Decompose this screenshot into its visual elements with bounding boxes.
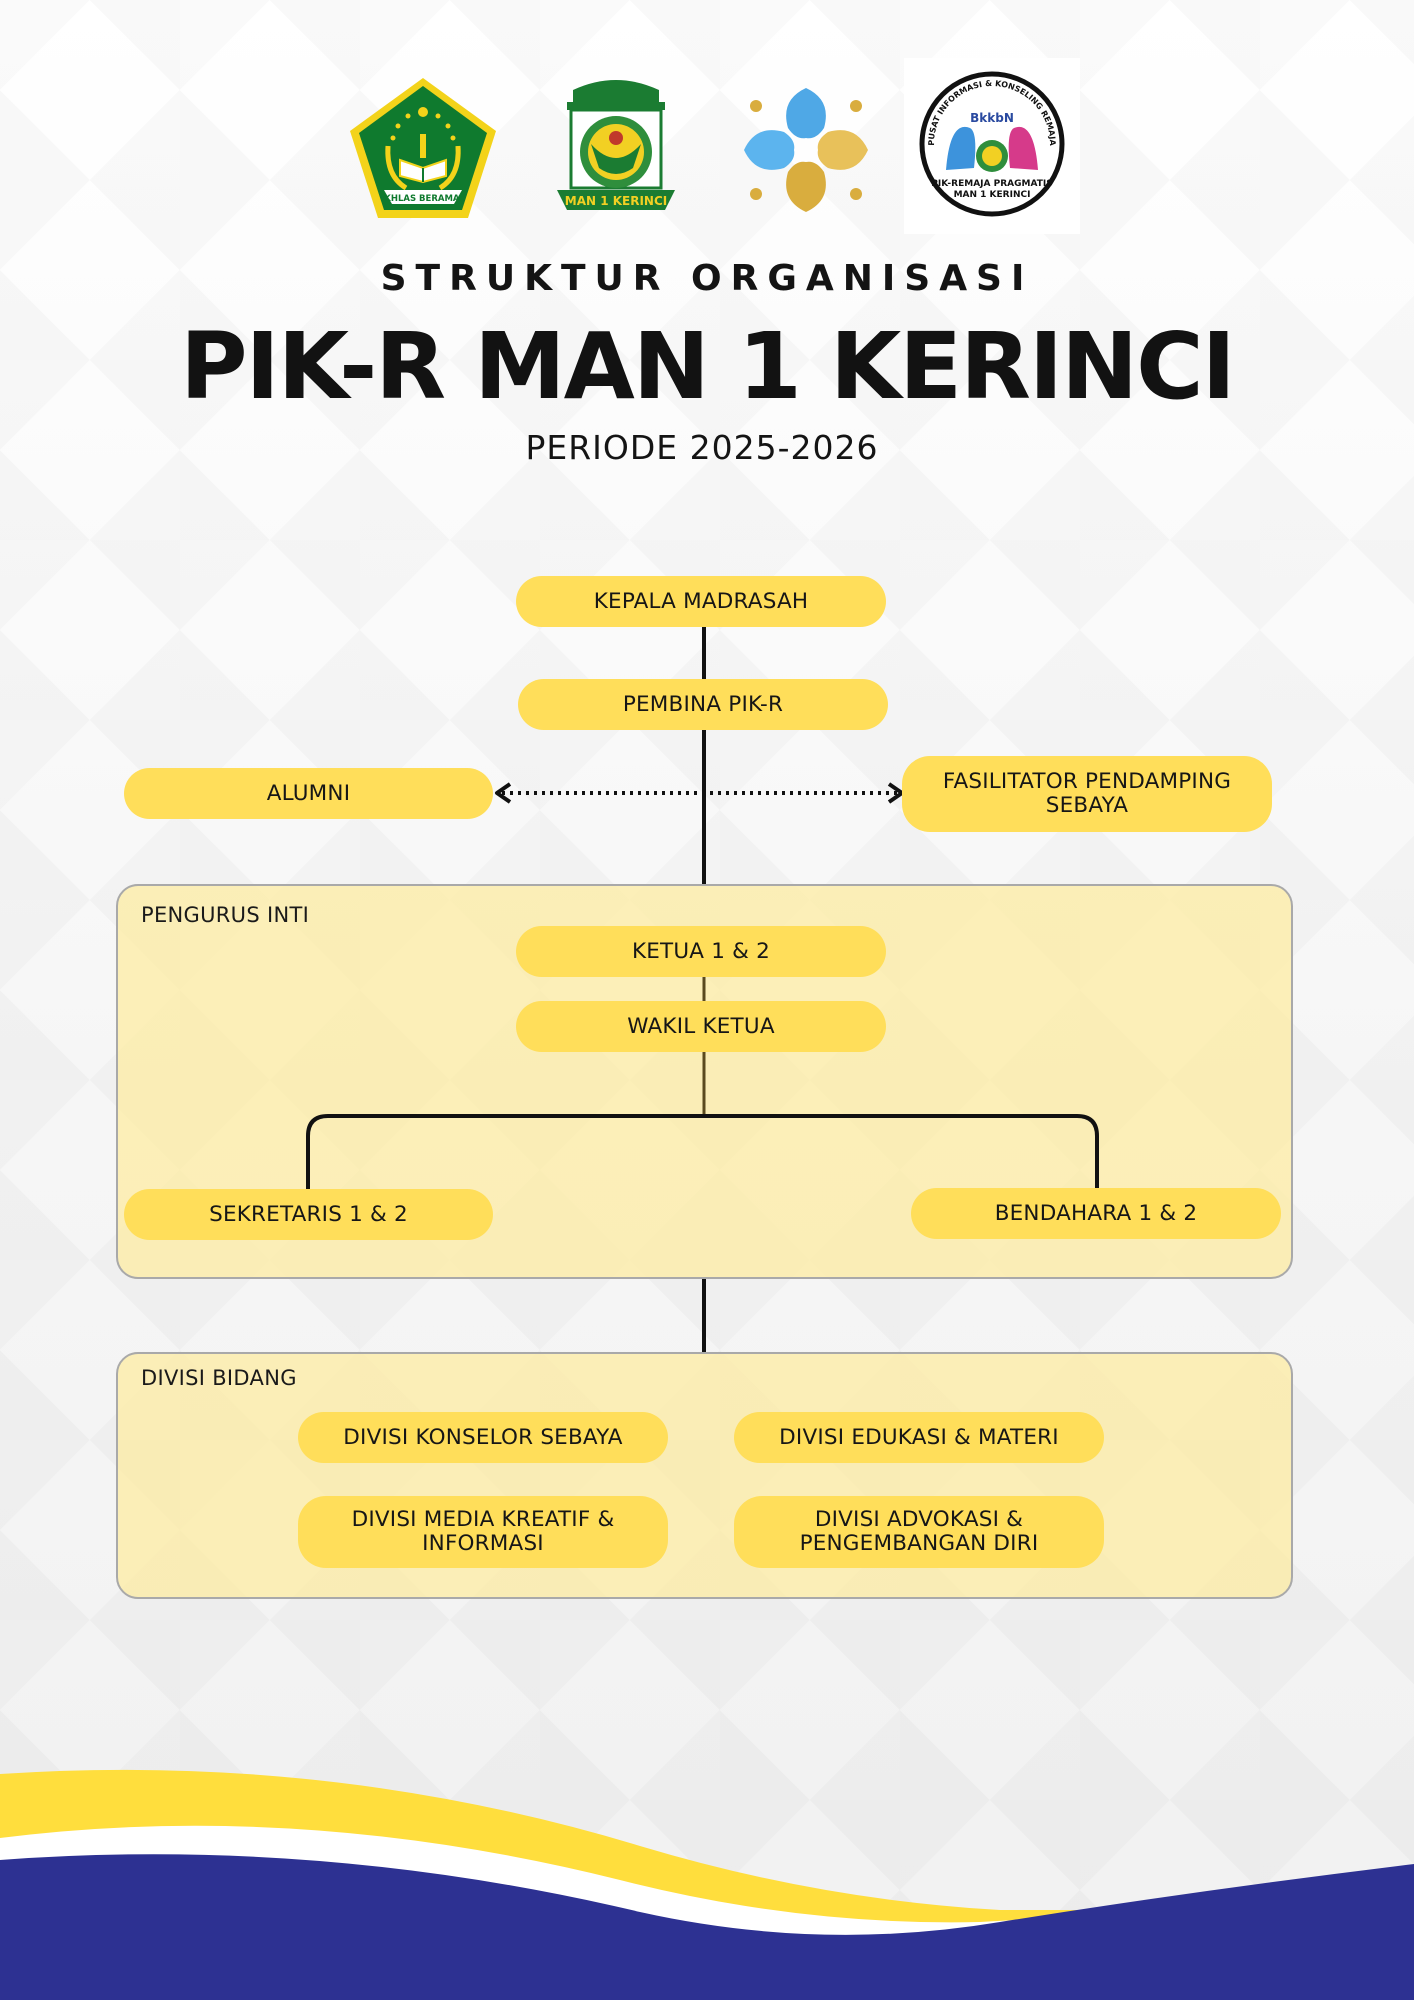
node-divisi-media: DIVISI MEDIA KREATIF & INFORMASI — [298, 1496, 668, 1568]
pengurus-inti-label: PENGURUS INTI — [141, 903, 310, 927]
node-bendahara: BENDAHARA 1 & 2 — [911, 1188, 1281, 1239]
node-divisi-advokasi: DIVISI ADVOKASI & PENGEMBANGAN DIRI — [734, 1496, 1104, 1568]
badge-caption-line1: PIK-REMAJA PRAGMATIS — [931, 179, 1052, 189]
node-divisi-edukasi: DIVISI EDUKASI & MATERI — [734, 1412, 1104, 1463]
node-kepala-madrasah: KEPALA MADRASAH — [516, 576, 886, 627]
pikr-flower-logo-icon — [736, 80, 876, 220]
node-sekretaris: SEKRETARIS 1 & 2 — [124, 1189, 493, 1240]
subtitle: STRUKTUR ORGANISASI — [380, 258, 1034, 299]
footer-navy-wave — [0, 1854, 1414, 2000]
kemenag-emblem-icon: IKHLAS BERAMAL — [348, 76, 498, 220]
node-alumni: ALUMNI — [124, 768, 493, 819]
man1-kerinci-emblem-icon: MAN 1 KERINCI — [543, 72, 689, 218]
bkkbn-text: BkkbN — [970, 111, 1014, 125]
node-pembina: PEMBINA PIK-R — [518, 679, 888, 730]
badge-caption-line2: MAN 1 KERINCI — [954, 190, 1031, 200]
page-title: PIK-R MAN 1 KERINCI — [180, 313, 1236, 420]
node-fasilitator: FASILITATOR PENDAMPING SEBAYA — [902, 756, 1272, 832]
branch-sekretaris-bendahara — [306, 1114, 1099, 1190]
node-wakil-ketua: WAKIL KETUA — [516, 1001, 886, 1052]
node-divisi-konselor: DIVISI KONSELOR SEBAYA — [298, 1412, 668, 1463]
kemenag-emblem-text: IKHLAS BERAMAL — [381, 194, 465, 204]
bkkbn-pikr-badge-icon: PUSAT INFORMASI & KONSELING REMAJA BkkbN… — [904, 58, 1080, 234]
footer-wave-decoration — [0, 1769, 1414, 2000]
divisi-bidang-label: DIVISI BIDANG — [141, 1366, 297, 1390]
arrow-left — [495, 782, 512, 804]
period-label: PERIODE 2025-2026 — [525, 428, 879, 467]
man1-kerinci-emblem-text: MAN 1 KERINCI — [565, 194, 668, 208]
node-ketua: KETUA 1 & 2 — [516, 926, 886, 977]
